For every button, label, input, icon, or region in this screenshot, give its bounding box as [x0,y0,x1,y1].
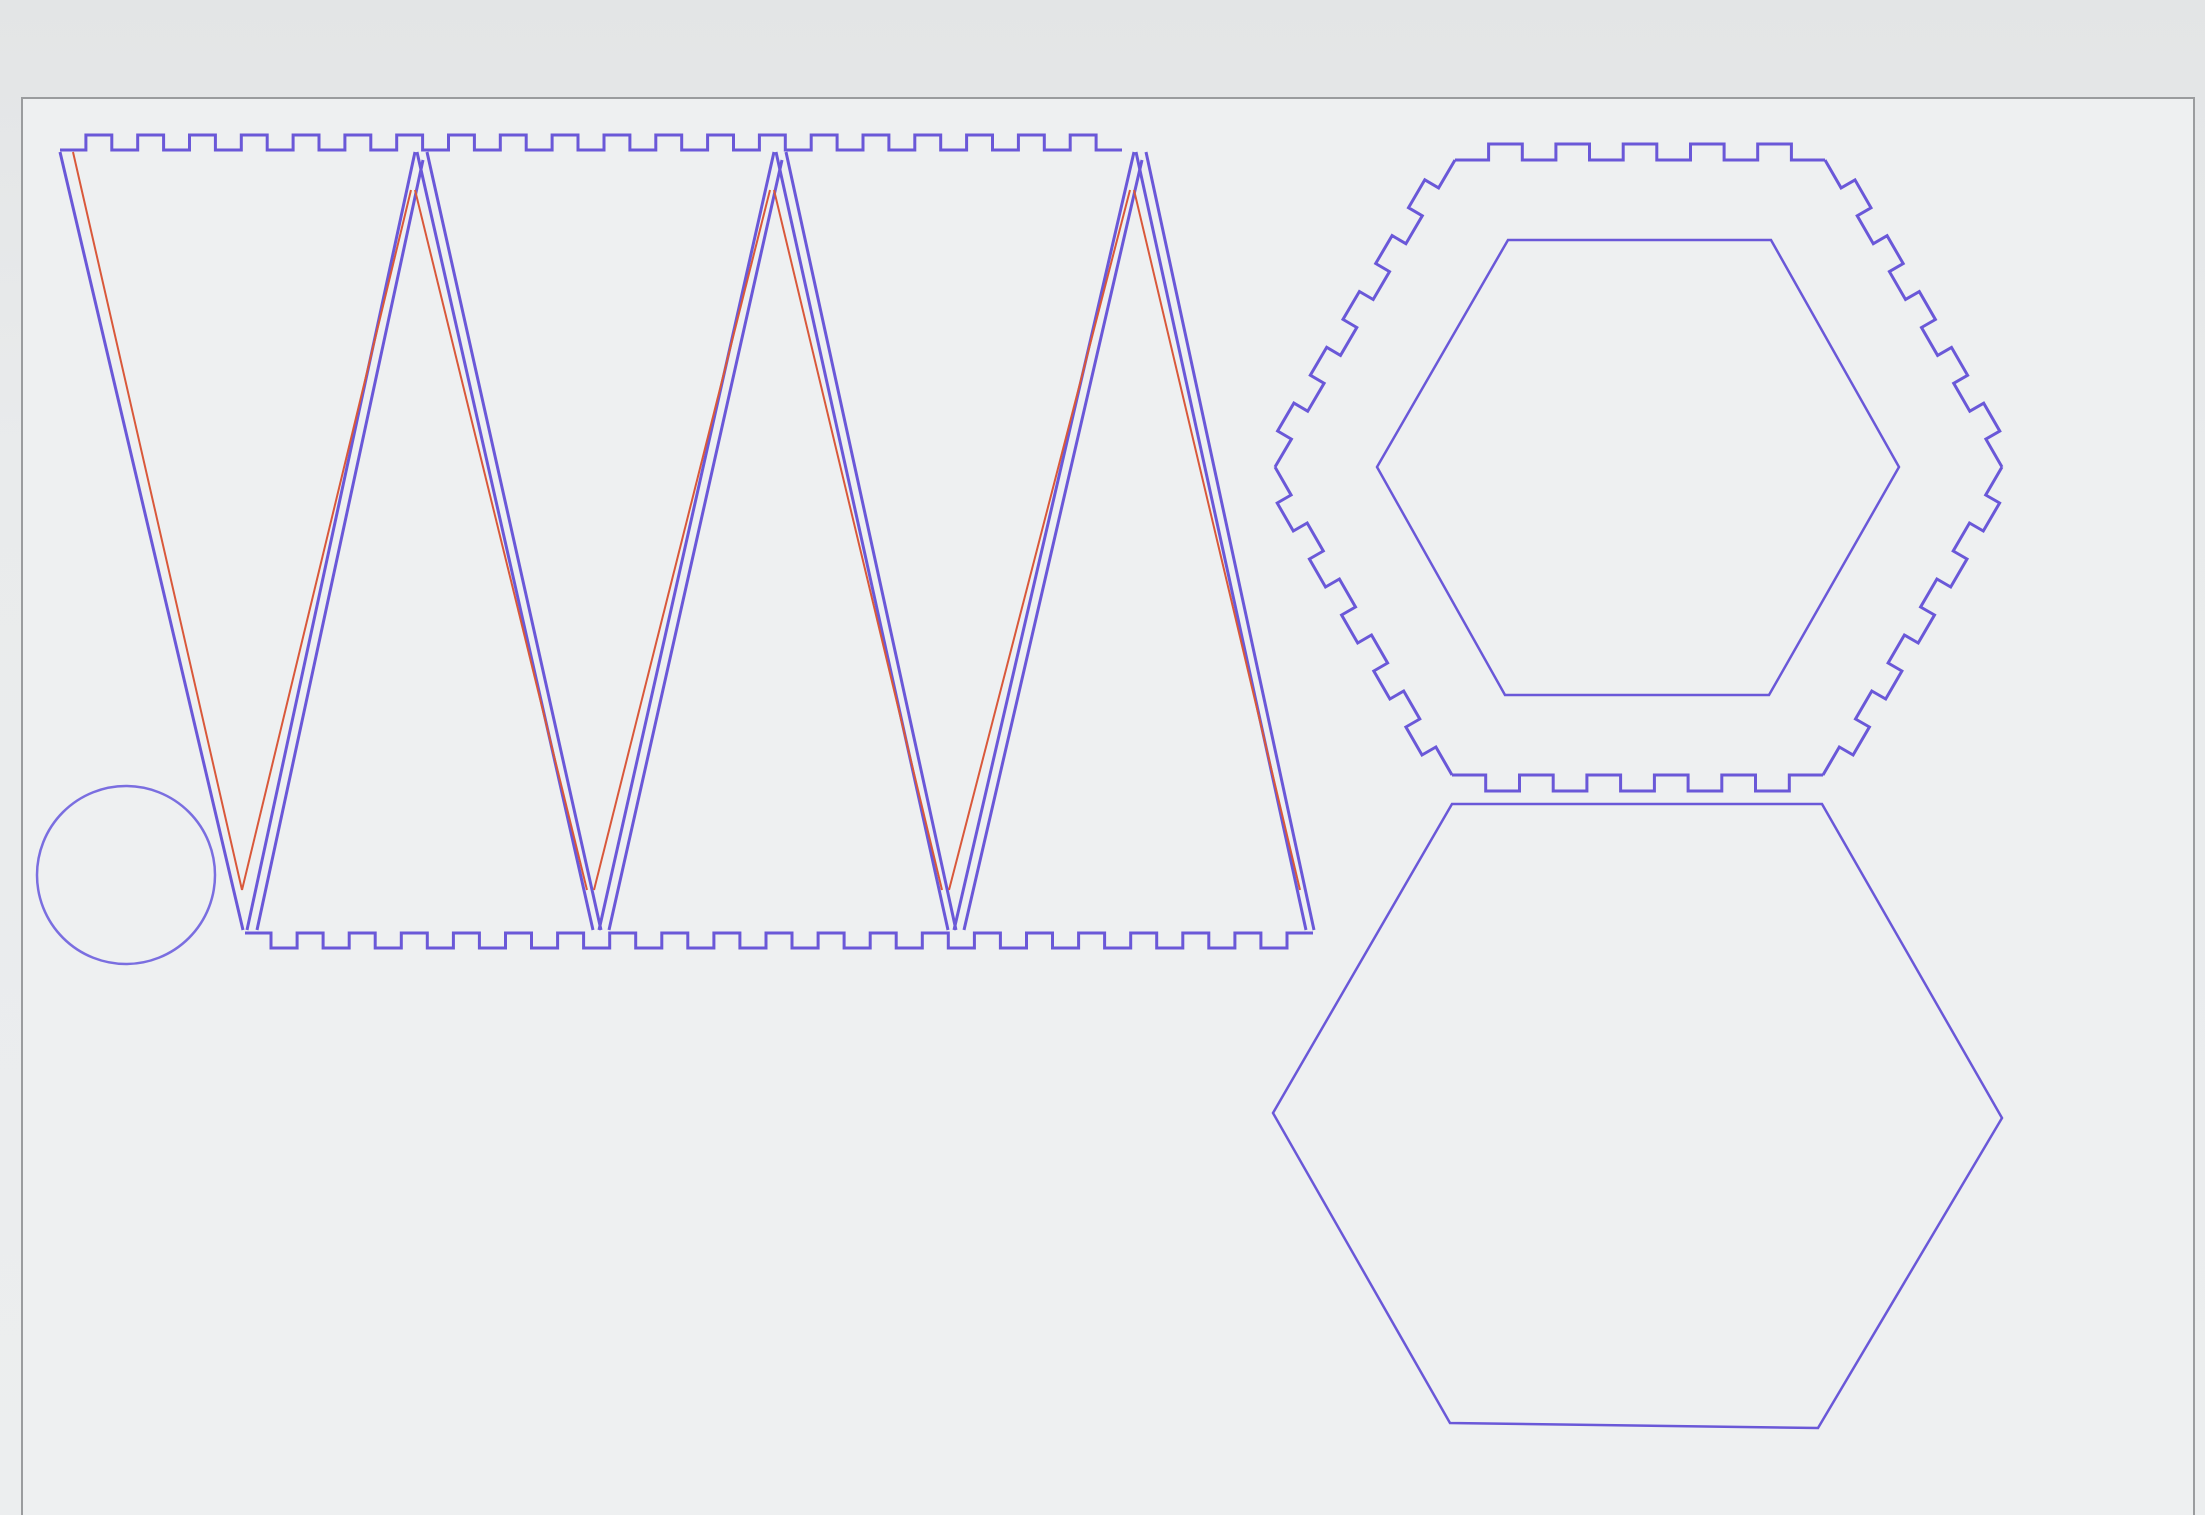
zigzag-cut-line [415,151,595,931]
zigzag-engrave-line [72,151,243,891]
zigzag-cut-line [1144,151,1316,931]
zigzag-cut-line [1134,151,1308,931]
zigzag-cut-line [58,151,245,931]
side-panel-bottom-edge [245,931,1313,950]
zigzag-engrave-line [773,189,943,891]
top-hexagon-inner-cutout [1375,238,1901,697]
top-hexagon-panel[interactable] [1273,142,2004,793]
zigzag-cut-line [774,151,950,931]
zigzag-engrave-line [241,189,412,891]
top-hexagon-jointed-outline [1273,142,2004,793]
side-panel[interactable] [58,133,1316,950]
side-panel-zigzag [58,151,1316,931]
zigzag-cut-line [962,159,1144,931]
zigzag-engrave-line [1133,189,1301,891]
zigzag-cut-line [784,151,958,931]
zigzag-cut-line [245,151,417,931]
marker-circle[interactable] [35,784,217,966]
zigzag-engrave-line [414,189,588,891]
zigzag-cut-line [952,151,1136,931]
bottom-hexagon-panel[interactable] [1271,802,2004,1430]
zigzag-cut-line [597,151,776,931]
zigzag-cut-line [255,159,425,931]
side-panel-top-edge [60,133,1122,152]
zigzag-cut-line [607,159,784,931]
zigzag-engrave-line [593,189,771,891]
zigzag-cut-line [425,151,603,931]
zigzag-engrave-line [948,189,1131,891]
